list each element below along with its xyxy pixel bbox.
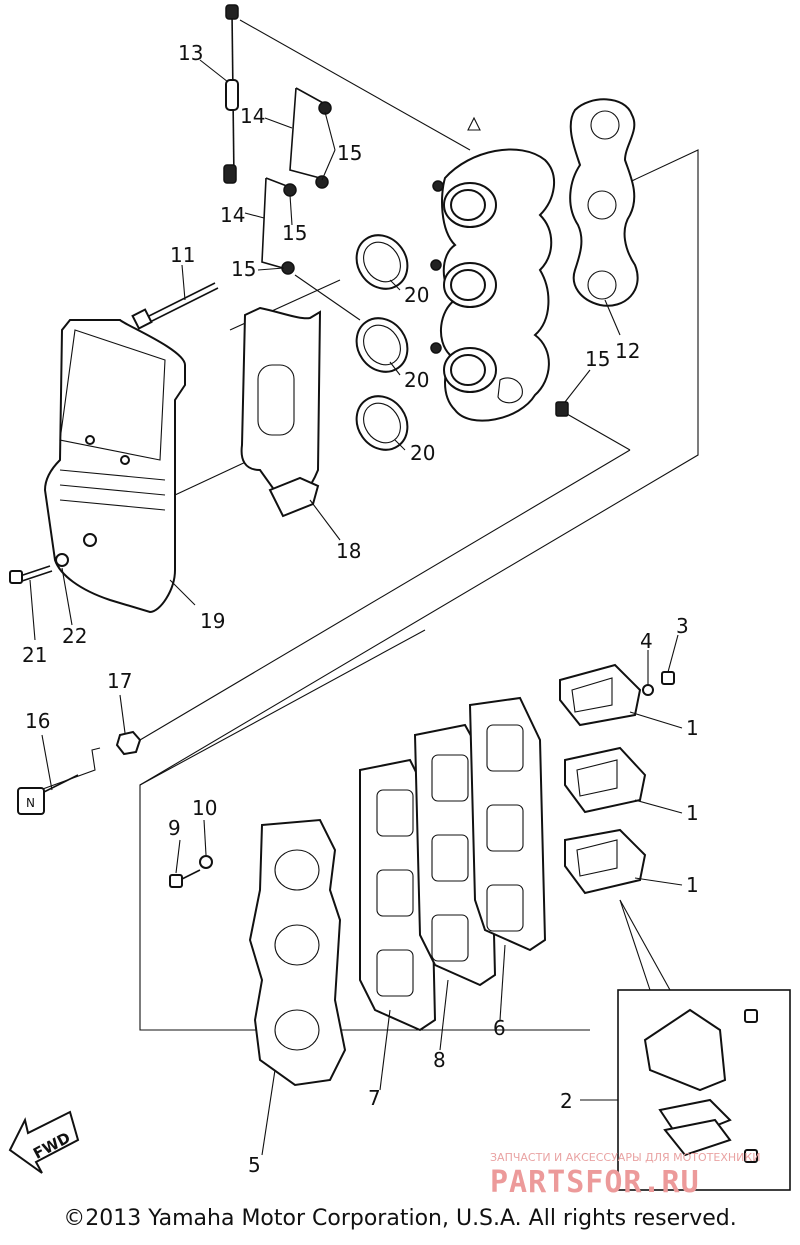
copyright-notice: ©2013 Yamaha Motor Corporation, U.S.A. A… [63, 1206, 737, 1231]
bolt-9-washer-10 [169, 855, 213, 888]
choke-knob-16: N [17, 747, 101, 815]
part-number-labels: 13 14 15 14 15 11 15 20 12 15 20 20 18 1… [22, 41, 699, 1177]
part-label-20c: 20 [410, 441, 435, 465]
part-label-15c: 15 [231, 257, 256, 281]
carburetor-assembly [430, 116, 556, 422]
part-label-15b: 15 [282, 221, 307, 245]
part-label-1b: 1 [686, 801, 699, 825]
leader-lines [29, 59, 683, 1156]
part-label-6: 6 [493, 1016, 506, 1040]
gasket-12 [569, 98, 639, 307]
part-label-12: 12 [615, 339, 640, 363]
part-label-17: 17 [107, 669, 132, 693]
gasket-7 [359, 758, 437, 1032]
part-label-21: 21 [22, 643, 47, 667]
part-label-1a: 1 [686, 716, 699, 740]
part-label-16: 16 [25, 709, 50, 733]
part-label-13: 13 [178, 41, 203, 65]
part-label-11: 11 [170, 243, 195, 267]
watermark: ЗАПЧАСТИ И АКСЕССУАРЫ ДЛЯ МОТОТЕХНИКИ PA… [490, 1151, 760, 1200]
nut-17 [115, 730, 142, 756]
o-rings-20 [355, 234, 409, 451]
gasket-6 [468, 696, 547, 952]
part-label-20b: 20 [404, 368, 429, 392]
reed-valve-detail-2 [617, 899, 791, 1191]
part-label-8: 8 [433, 1048, 446, 1072]
part-label-9: 9 [168, 816, 181, 840]
part-label-14a: 14 [240, 104, 265, 128]
part-label-5: 5 [248, 1153, 261, 1177]
part-label-15a: 15 [337, 141, 362, 165]
silencer-cover-19 [43, 319, 186, 614]
part-label-4: 4 [640, 629, 653, 653]
fwd-arrow: FWD [8, 1110, 80, 1174]
part-label-7: 7 [368, 1086, 381, 1110]
part-label-15d: 15 [585, 347, 610, 371]
part-label-10: 10 [192, 796, 217, 820]
part-label-22: 22 [62, 624, 87, 648]
part-label-14b: 14 [220, 203, 245, 227]
watermark-tagline: ЗАПЧАСТИ И АКСЕССУАРЫ ДЛЯ МОТОТЕХНИКИ [490, 1151, 760, 1164]
part-label-18: 18 [336, 539, 361, 563]
assembly-outline-lines [139, 19, 699, 1031]
link-rod-13 [223, 4, 239, 184]
bolt-11 [131, 282, 219, 330]
part-label-3: 3 [676, 614, 689, 638]
watermark-logo: PARTSFOR.RU [490, 1165, 700, 1200]
reed-valves-1 [559, 663, 647, 895]
part-label-1c: 1 [686, 873, 699, 897]
part-label-20a: 20 [404, 283, 429, 307]
part-label-2: 2 [560, 1089, 573, 1113]
part-label-19: 19 [200, 609, 225, 633]
bracket-plate-18 [240, 306, 322, 518]
svg-text:N: N [26, 796, 35, 810]
bolt-21-washer-22 [9, 553, 69, 584]
intake-manifold-5 [248, 818, 347, 1087]
